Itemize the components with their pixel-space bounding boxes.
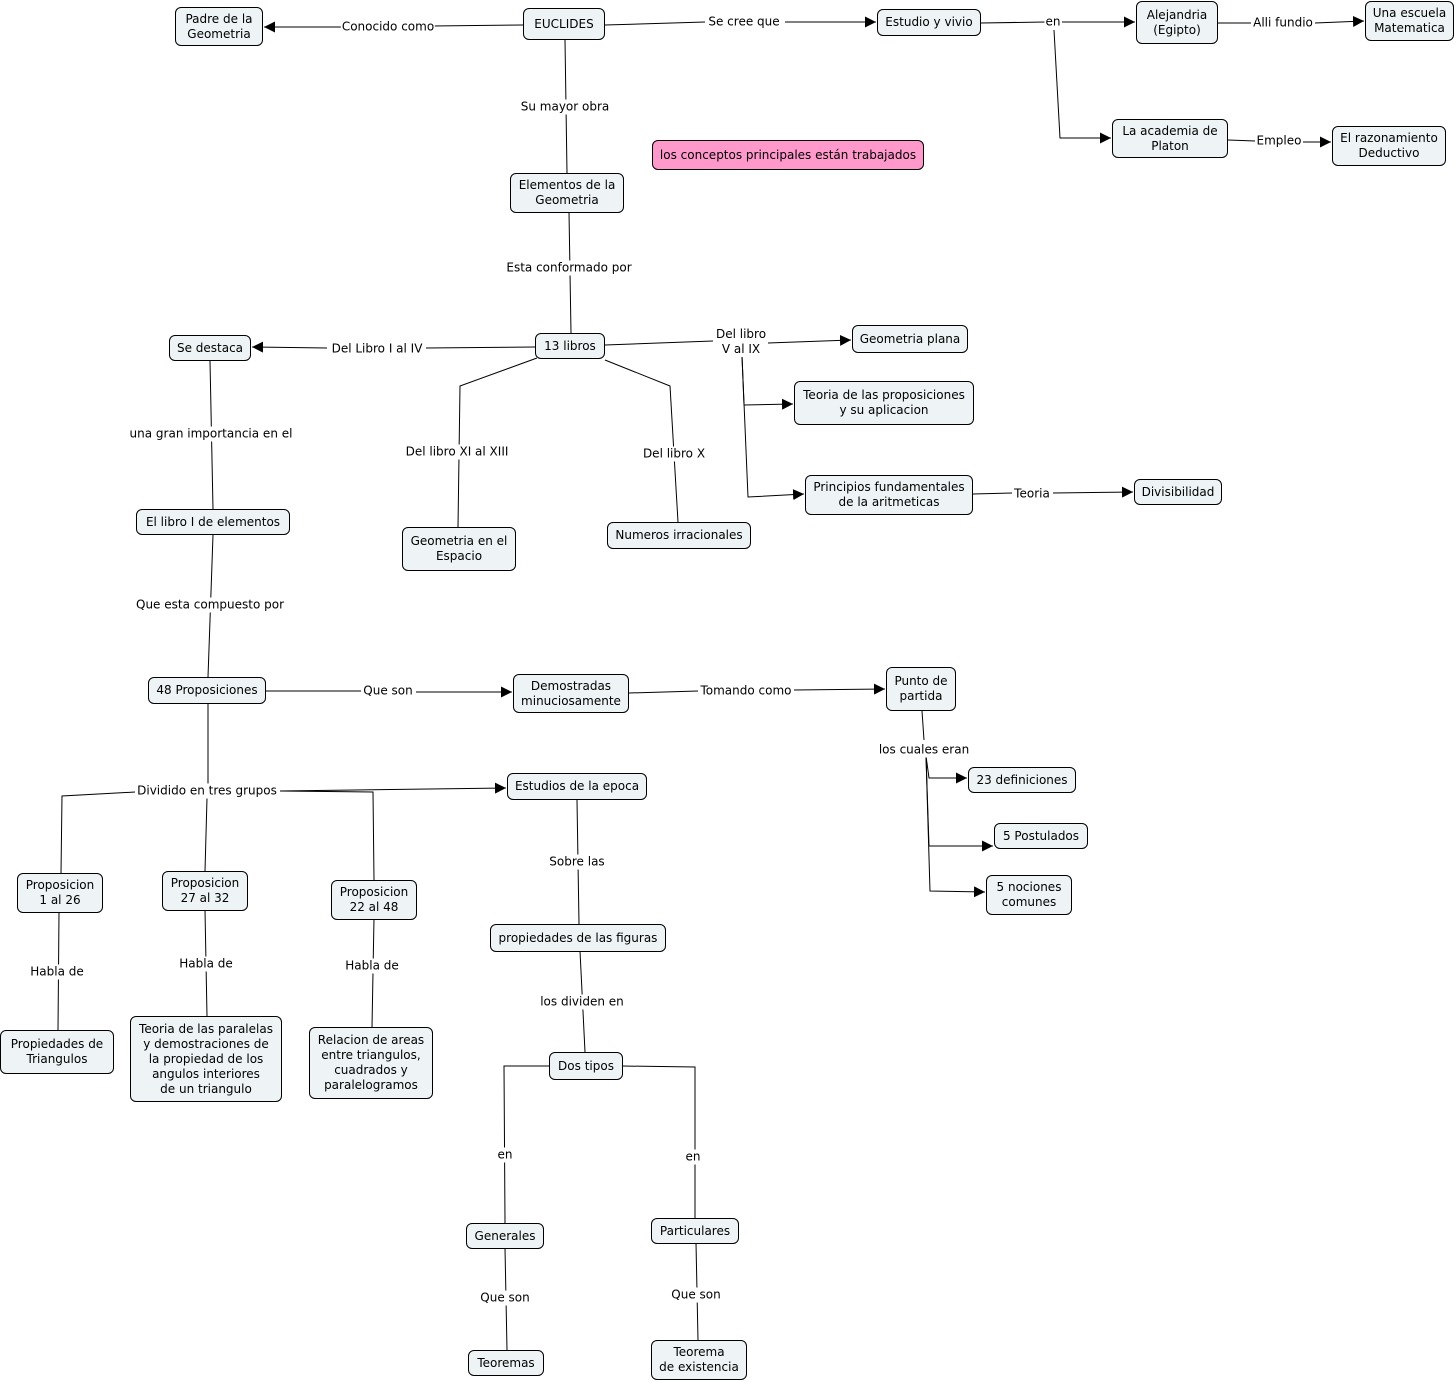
label-en-estudio: en xyxy=(1044,14,1062,30)
label-que-son-2: Que son xyxy=(479,1290,531,1306)
node-divisibilidad[interactable]: Divisibilidad xyxy=(1134,479,1222,505)
link-libros-vix xyxy=(604,340,714,346)
link-libros-irracionales xyxy=(604,359,679,523)
label-libro-i-iv: Del Libro I al IV xyxy=(330,341,424,357)
node-23-definiciones[interactable]: 23 definiciones xyxy=(968,767,1076,793)
link-academia-razonamiento xyxy=(1227,139,1256,142)
label-cuales-eran: los cuales eran xyxy=(877,742,971,758)
link-dostipos-generales xyxy=(503,1065,549,1224)
link-en-academia xyxy=(1053,29,1111,144)
node-propiedades-figuras[interactable]: propiedades de las figuras xyxy=(490,924,666,952)
node-principios-aritmeticas[interactable]: Principios fundamentales de la aritmetic… xyxy=(805,475,973,515)
link-principios-divisibilidad xyxy=(972,492,1013,495)
label-se-cree-que: Se cree que xyxy=(707,14,781,30)
node-5-postulados[interactable]: 5 Postulados xyxy=(994,823,1088,849)
node-numeros-irracionales[interactable]: Numeros irracionales xyxy=(607,522,751,549)
label-libro-xi-xiii: Del libro XI al XIII xyxy=(404,444,510,460)
node-nota-conceptos[interactable]: los conceptos principales están trabajad… xyxy=(652,140,924,170)
label-libro-v-ix: Del libro V al IX xyxy=(714,327,768,357)
label-en-generales: en xyxy=(496,1147,514,1163)
node-proposicion-1-26[interactable]: Proposicion 1 al 26 xyxy=(17,873,103,913)
node-proposicion-22-48[interactable]: Proposicion 22 al 48 xyxy=(331,880,417,920)
node-13-libros[interactable]: 13 libros xyxy=(535,333,605,359)
link-cuales-nociones xyxy=(925,755,986,898)
link-dividido-p22 xyxy=(279,790,375,881)
label-conformado-por: Esta conformado por xyxy=(505,260,633,276)
node-proposicion-27-32[interactable]: Proposicion 27 al 32 xyxy=(162,871,248,911)
node-libro-i-elementos[interactable]: El libro I de elementos xyxy=(136,509,290,535)
node-teoria-proposiciones[interactable]: Teoria de las proposiciones y su aplicac… xyxy=(794,381,974,425)
link-libros-sedestaca-arrow xyxy=(251,341,328,353)
link-alejandria-escuela-arrow xyxy=(1314,15,1365,27)
node-estudios-epoca[interactable]: Estudios de la epoca xyxy=(507,773,647,800)
label-tomando-como: Tomando como xyxy=(699,683,793,699)
link-estudio-en xyxy=(980,21,1046,24)
node-razonamiento-deductivo[interactable]: El razonamiento Deductivo xyxy=(1332,126,1446,166)
link-punto-cuales xyxy=(921,710,925,741)
label-que-son-1: Que son xyxy=(362,683,414,699)
link-demostradas-punto xyxy=(628,690,699,694)
link-libros-geoespacio xyxy=(457,357,538,528)
link-vix-teoriaprop xyxy=(741,355,794,410)
label-en-particulares: en xyxy=(684,1149,702,1165)
link-euclides-padre xyxy=(431,24,524,27)
node-geometria-espacio[interactable]: Geometria en el Espacio xyxy=(402,527,516,571)
link-principios-divisibilidad-arrow xyxy=(1052,486,1134,498)
node-demostradas[interactable]: Demostradas minuciosamente xyxy=(513,674,629,713)
link-vix-principios xyxy=(741,355,805,501)
label-conocido-como: Conocido como xyxy=(340,19,436,35)
link-dostipos-particulares xyxy=(621,1065,696,1218)
link-cuales-def23 xyxy=(925,755,967,784)
node-euclides[interactable]: EUCLIDES xyxy=(523,8,605,40)
node-5-nociones[interactable]: 5 nociones comunes xyxy=(986,875,1072,915)
link-libros-sedestaca xyxy=(425,346,536,349)
label-sobre-las: Sobre las xyxy=(548,854,606,870)
label-habla-de-2: Habla de xyxy=(178,956,234,972)
node-estudio-vivio[interactable]: Estudio y vivio xyxy=(877,9,981,36)
node-academia-platon[interactable]: La academia de Platon xyxy=(1112,119,1228,158)
label-los-dividen: los dividen en xyxy=(539,994,625,1010)
label-libro-x: Del libro X xyxy=(641,446,707,462)
label-gran-importancia: una gran importancia en el xyxy=(128,426,294,442)
node-relacion-areas[interactable]: Relacion de areas entre triangulos, cuad… xyxy=(309,1027,433,1099)
node-elementos-geometria[interactable]: Elementos de la Geometria xyxy=(510,173,624,213)
node-se-destaca[interactable]: Se destaca xyxy=(169,335,251,361)
link-dividido-p1 xyxy=(60,791,136,874)
node-propiedades-triangulos[interactable]: Propiedades de Triangulos xyxy=(0,1030,114,1074)
node-alejandria[interactable]: Alejandria (Egipto) xyxy=(1136,1,1218,44)
node-particulares[interactable]: Particulares xyxy=(651,1218,739,1244)
node-escuela-matematica[interactable]: Una escuela Matematica xyxy=(1365,1,1454,41)
label-habla-de-1: Habla de xyxy=(29,964,85,980)
label-dividido-grupos: Dividido en tres grupos xyxy=(136,783,278,799)
link-dividido-p27 xyxy=(204,797,208,872)
label-su-mayor-obra: Su mayor obra xyxy=(519,99,611,115)
node-48-proposiciones[interactable]: 48 Proposiciones xyxy=(148,677,266,704)
link-dividido-estudios xyxy=(279,782,507,794)
label-que-son-3: Que son xyxy=(670,1287,722,1303)
node-punto-partida[interactable]: Punto de partida xyxy=(886,667,956,711)
link-vix-geoplana xyxy=(767,334,852,346)
node-teoria-paralelas[interactable]: Teoria de las paralelas y demostraciones… xyxy=(130,1016,282,1102)
label-habla-de-3: Habla de xyxy=(344,958,400,974)
link-demostradas-punto-arrow xyxy=(793,683,886,695)
link-euclides-estudio xyxy=(604,21,706,26)
node-padre-geometria[interactable]: Padre de la Geometria xyxy=(175,7,263,46)
label-alli-fundio: Alli fundio xyxy=(1252,15,1314,31)
node-dos-tipos[interactable]: Dos tipos xyxy=(549,1052,623,1080)
node-geometria-plana[interactable]: Geometria plana xyxy=(852,325,968,353)
node-generales[interactable]: Generales xyxy=(466,1223,544,1249)
label-teoria: Teoria xyxy=(1013,486,1051,502)
node-teorema-existencia[interactable]: Teorema de existencia xyxy=(651,1340,747,1380)
label-compuesto-por: Que esta compuesto por xyxy=(135,597,285,613)
label-empleo: Empleo xyxy=(1255,133,1303,149)
node-teoremas[interactable]: Teoremas xyxy=(468,1350,544,1376)
